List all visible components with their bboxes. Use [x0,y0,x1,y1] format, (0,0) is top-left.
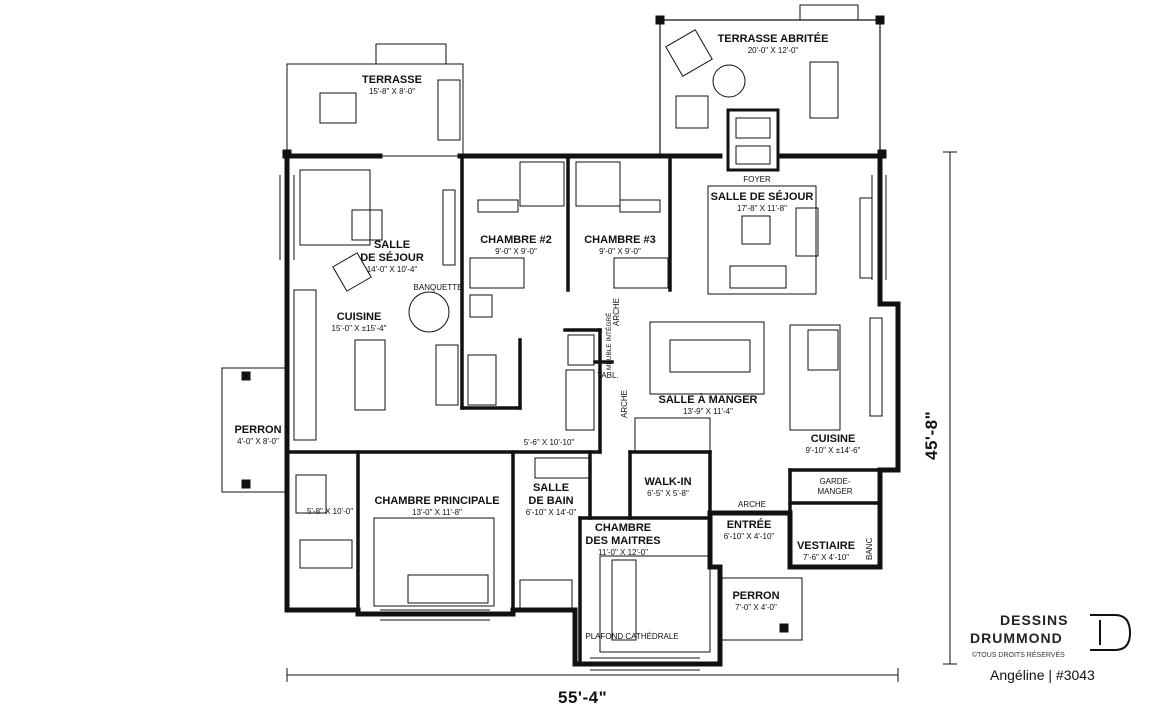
garde-manger-label-2: MANGER [817,487,853,496]
chambre-maitres-dim: 11'-0" X 12'-0" [598,548,648,557]
brand-line-2: DRUMMOND [970,630,1063,646]
brand-line-1: DESSINS [1000,612,1069,628]
cuisine-right-label: CUISINE [810,433,856,445]
chambre-maitres-label-1: CHAMBRE [594,522,652,534]
terrasse-dim: 15'-8" X 8'-0" [368,87,416,96]
salle-manger-label: SALLE À MANGER [658,394,758,406]
salle-sejour-left-dim: 14'-0" X 10'-4" [366,265,418,274]
entree-dim: 6'-10" X 4'-10" [723,532,775,541]
walkin-label: WALK-IN [644,476,692,488]
foyer-label: FOYER [743,175,771,184]
chambre2-label: CHAMBRE #2 [480,234,552,246]
perron-bottom-label: PERRON [732,590,780,602]
plafond-label: PLAFOND CATHÉDRALE [585,632,679,641]
brand-rights: ©TOUS DROITS RÉSERVÉS [972,652,1065,659]
chambre-maitres-label-2: DES MAITRES [585,535,661,547]
walkin-dim: 6'-5" X 5'-8" [647,489,689,498]
salle-bain-label-1: SALLE [532,482,570,494]
tabl-label: TABL. [597,371,619,380]
salle-sejour-left-label-2: DE SÉJOUR [360,252,424,264]
overall-width: 55'-4" [558,688,608,707]
perron-bottom-dim: 7'-0" X 4'-0" [735,603,777,612]
perron-left-outline [221,367,288,493]
terrasse-label: TERRASSE [362,74,422,86]
plan-reference: Angéline | #3043 [990,667,1095,683]
banc-label: BANC [865,537,874,560]
perron-left-label: PERRON [234,424,282,436]
perron-bottom-outline [719,577,803,641]
chambre3-label: CHAMBRE #3 [584,234,656,246]
salle-sejour-right-label: SALLE DE SÉJOUR [710,191,814,203]
terrasse-abritee-outline [659,19,881,156]
salle-sejour-right-dim: 17'-8" X 11'-8" [737,204,787,213]
meuble-label: MEUBLE INTÉGRÉ [606,312,613,370]
chambre-principale-label: CHAMBRE PRINCIPALE [374,495,500,507]
salle-bain-label-2: DE BAIN [528,495,574,507]
banquette-label: BANQUETTE [413,283,463,292]
cuisine-left-label: CUISINE [336,311,382,323]
garde-manger-label-1: GARDE- [819,477,851,486]
bath-left-dim: 5'-8" X 10'-0" [306,507,354,516]
salle-bain-dim: 6'-10" X 14'-0" [525,508,577,517]
bath-small-dim: 5'-6" X 10'-10" [523,438,575,447]
vestiaire-dim: 7'-6" X 4'-10" [802,553,850,562]
terrasse-abritee-dim: 20'-0" X 12'-0" [747,46,799,55]
perron-left-dim: 4'-0" X 8'-0" [237,437,279,446]
terrasse-abritee-label: TERRASSE ABRITÉE [717,33,829,45]
chambre-principale-dim: 13'-0" X 11'-8" [412,508,462,517]
chambre3-dim: 9'-0" X 9'-0" [599,247,641,256]
cuisine-left-dim: 15'-0" X ±15'-4" [331,324,387,333]
vestiaire-label: VESTIAIRE [796,540,856,552]
salle-sejour-left-label-1: SALLE [373,239,411,251]
overall-depth: 45'-8" [922,410,941,460]
cuisine-right-dim: 9'-10" X ±14'-6" [805,446,861,455]
entree-label: ENTRÉE [726,519,772,531]
salle-manger-dim: 13'-9" X 11'-4" [683,407,733,416]
arche-label-2: ARCHE [620,389,629,418]
arche-label-3: ARCHE [737,500,767,509]
chambre2-dim: 9'-0" X 9'-0" [495,247,537,256]
